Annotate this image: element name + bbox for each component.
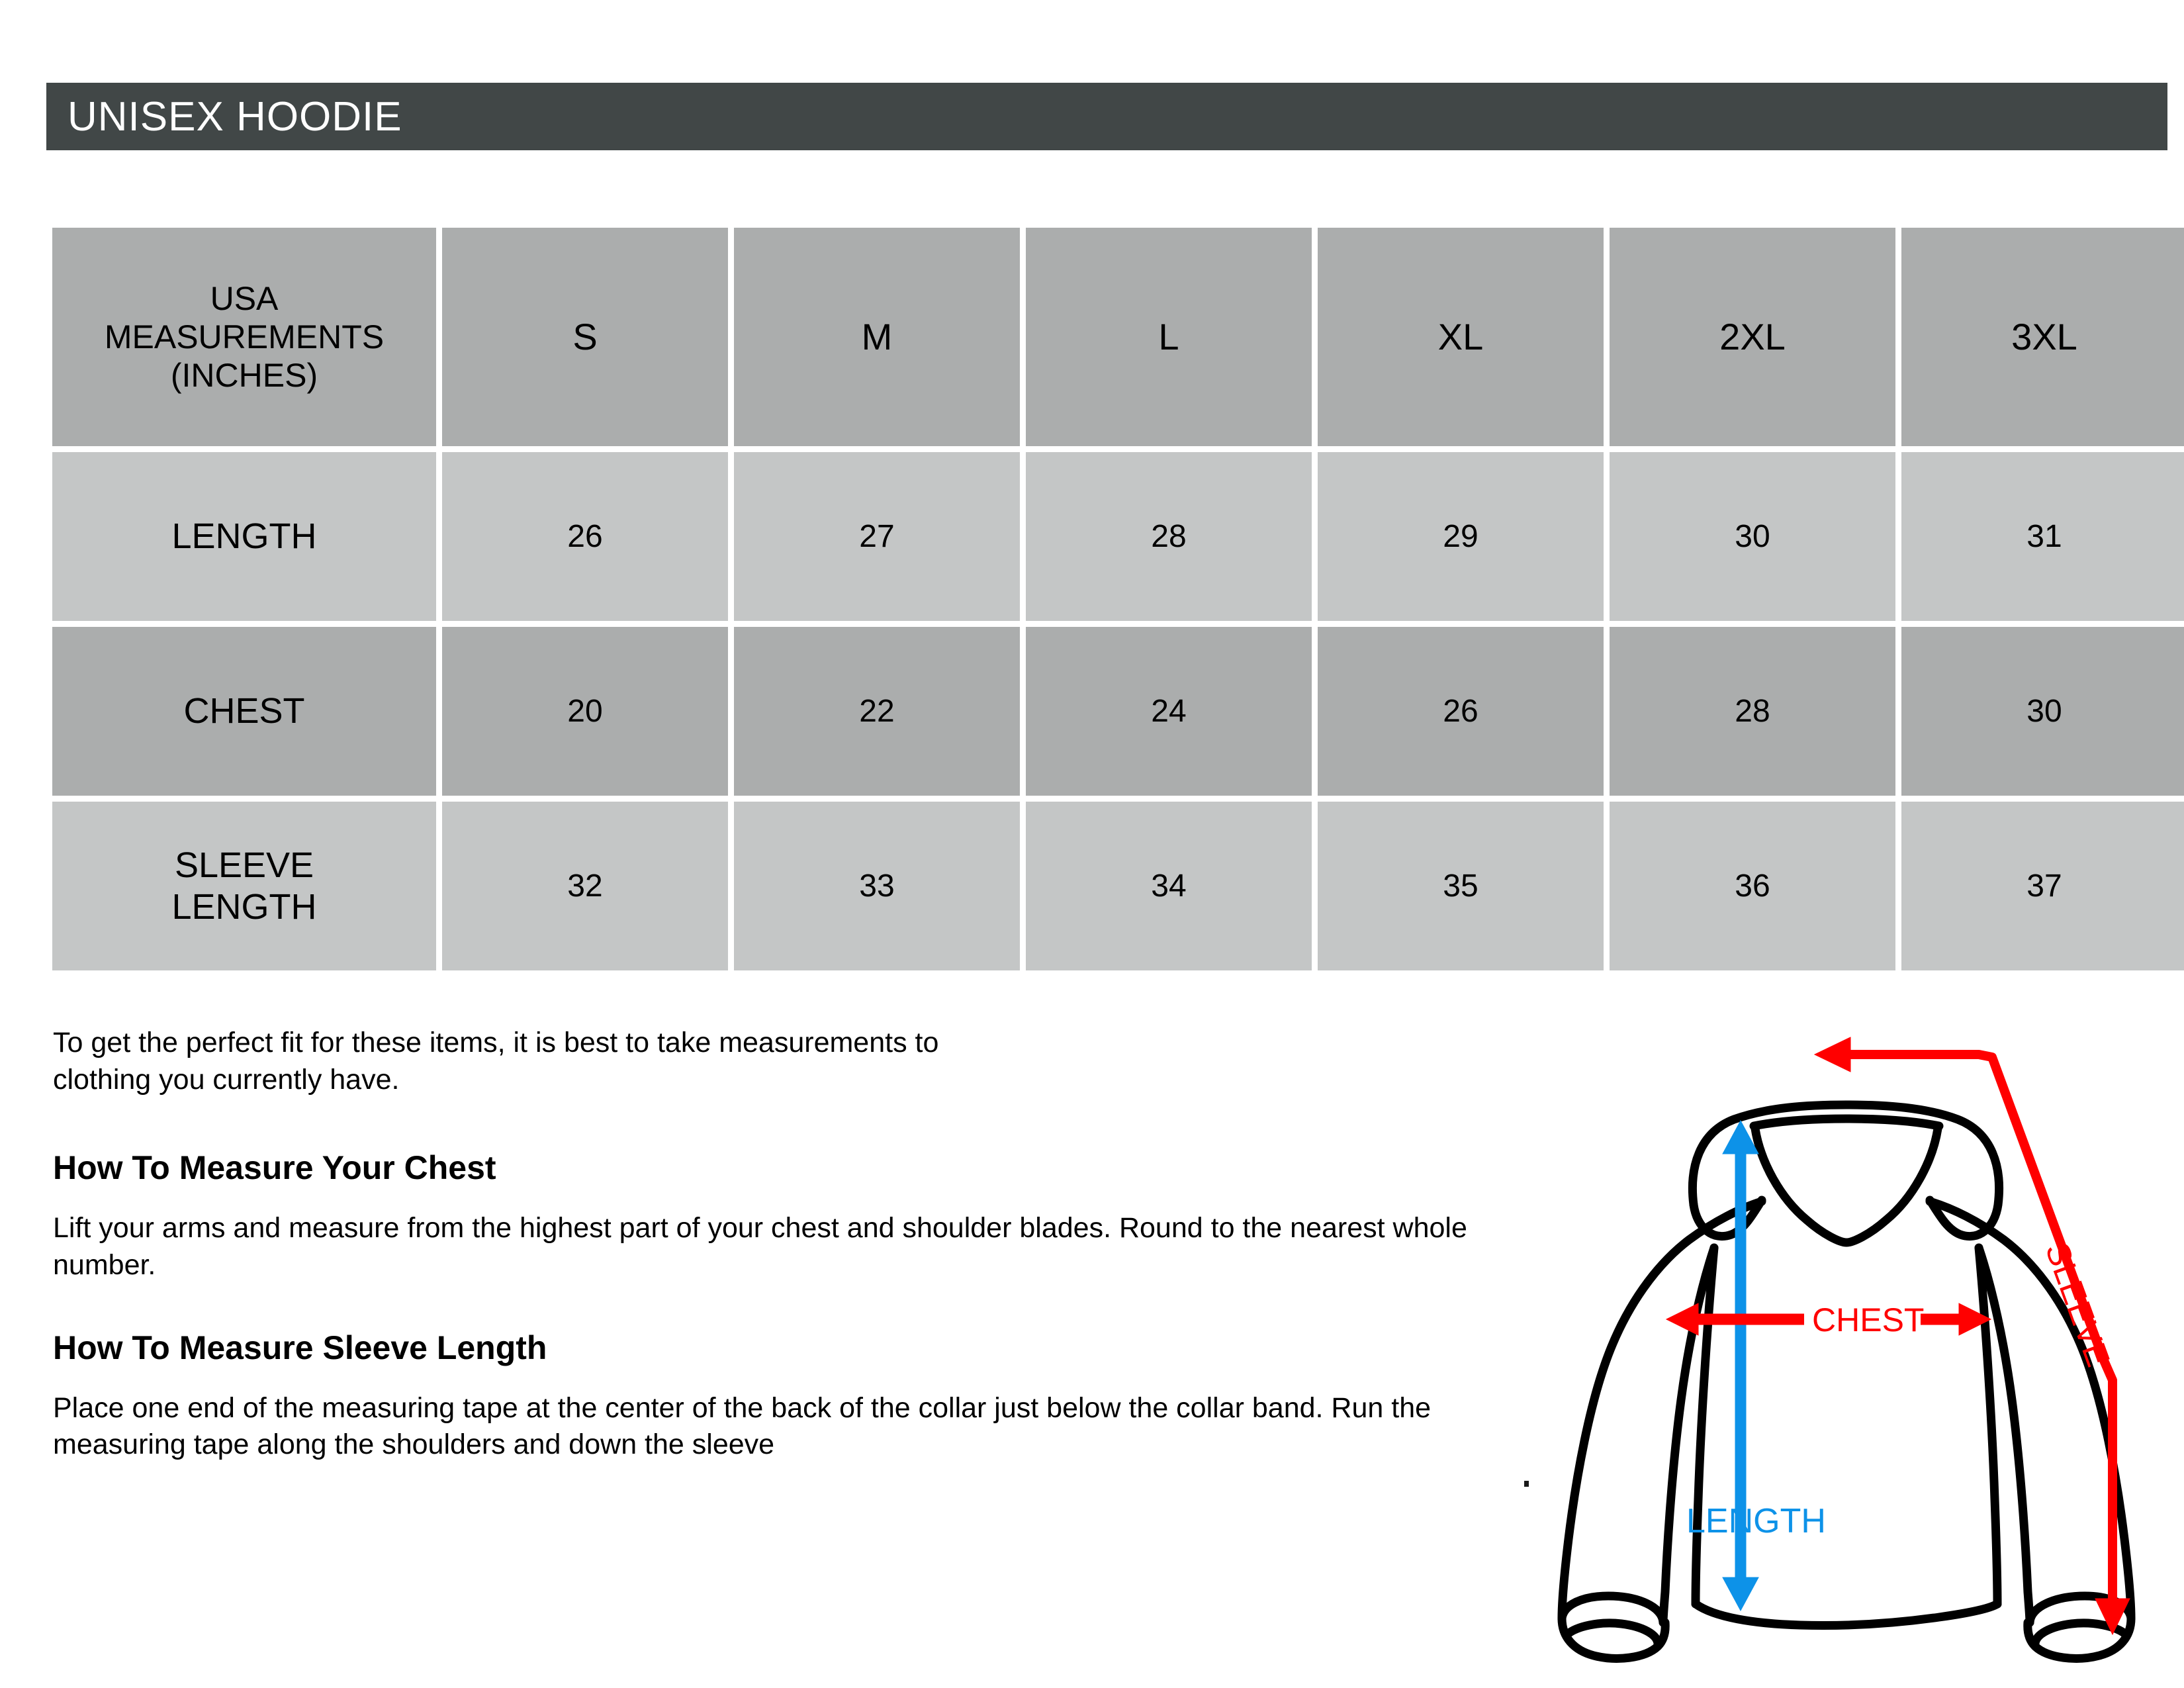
cell-chest-s: 20 [442, 627, 728, 796]
column-header-xl: XL [1318, 228, 1604, 446]
cell-length-xl: 29 [1318, 452, 1604, 621]
size-chart-table: USA MEASUREMENTS (INCHES) S M L XL 2XL 3… [46, 222, 2184, 976]
column-header-3xl: 3XL [1901, 228, 2184, 446]
cell-sleeve-3xl: 37 [1901, 802, 2184, 970]
hoodie-outline-icon [1557, 1100, 2136, 1663]
column-header-s: S [442, 228, 728, 446]
cell-sleeve-s: 32 [442, 802, 728, 970]
sleeve-instructions: Place one end of the measuring tape at t… [53, 1391, 1432, 1461]
instructions-section: To get the perfect fit for these items, … [53, 1025, 1522, 1464]
cell-chest-xl: 26 [1318, 627, 1604, 796]
sleeve-measure-label: SLEEVE [2038, 1238, 2117, 1372]
page-title: UNISEX HOODIE [68, 93, 402, 140]
cell-length-m: 27 [734, 452, 1020, 621]
column-header-2xl: 2XL [1610, 228, 1895, 446]
chest-heading: How To Measure Your Chest [53, 1149, 496, 1186]
cell-length-l: 28 [1026, 452, 1312, 621]
corner-label-cell: USA MEASUREMENTS (INCHES) [52, 228, 436, 446]
cell-sleeve-xl: 35 [1318, 802, 1604, 970]
cell-chest-2xl: 28 [1610, 627, 1895, 796]
chest-instructions: Lift your arms and measure from the high… [53, 1211, 1467, 1281]
length-measure-arrow [1722, 1119, 1759, 1612]
cell-chest-m: 22 [734, 627, 1020, 796]
intro-paragraph: To get the perfect fit for these items, … [53, 1027, 939, 1096]
column-header-m: M [734, 228, 1020, 446]
page-title-bar: UNISEX HOODIE [46, 83, 2167, 150]
stray-mark [1524, 1481, 1529, 1487]
table-row-sleeve-length: SLEEVE LENGTH 32 33 34 35 36 37 [52, 802, 2184, 970]
table-row-length: LENGTH 26 27 28 29 30 31 [52, 452, 2184, 621]
cell-sleeve-l: 34 [1026, 802, 1312, 970]
cell-sleeve-2xl: 36 [1610, 802, 1895, 970]
cell-sleeve-m: 33 [734, 802, 1020, 970]
sleeve-heading: How To Measure Sleeve Length [53, 1329, 547, 1366]
corner-label-line-1: USA [210, 280, 279, 317]
table-header-row: USA MEASUREMENTS (INCHES) S M L XL 2XL 3… [52, 228, 2184, 446]
row-label-sleeve-line-1: SLEEVE [174, 845, 314, 885]
length-measure-label: LENGTH [1686, 1502, 1826, 1540]
cell-length-2xl: 30 [1610, 452, 1895, 621]
table-row-chest: CHEST 20 22 24 26 28 30 [52, 627, 2184, 796]
row-label-sleeve-line-2: LENGTH [171, 886, 317, 927]
chest-measure-label: CHEST [1812, 1301, 1924, 1338]
cell-chest-3xl: 30 [1901, 627, 2184, 796]
row-label-sleeve-length: SLEEVE LENGTH [52, 802, 436, 970]
chest-measure-arrow [1665, 1303, 1992, 1336]
hoodie-diagram: LENGTH CHEST SLEEVE [1516, 1009, 2177, 1685]
cell-length-s: 26 [442, 452, 728, 621]
cell-chest-l: 24 [1026, 627, 1312, 796]
row-label-length: LENGTH [52, 452, 436, 621]
cell-length-3xl: 31 [1901, 452, 2184, 621]
corner-label-line-2: MEASUREMENTS [104, 318, 385, 355]
sleeve-measure-arrow [1813, 1037, 2130, 1636]
corner-label-line-3: (INCHES) [170, 357, 318, 394]
column-header-l: L [1026, 228, 1312, 446]
row-label-chest: CHEST [52, 627, 436, 796]
